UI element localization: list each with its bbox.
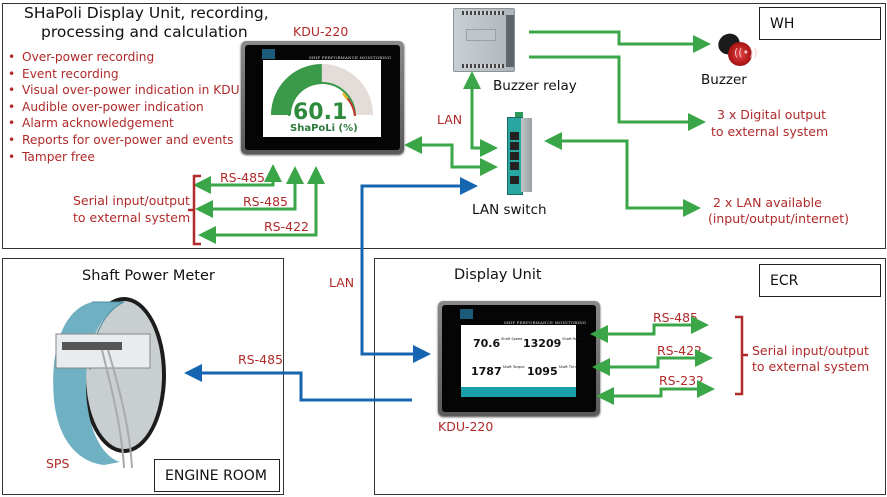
buzzer-icon: ((•)) — [714, 29, 758, 70]
buzzer-cap — [728, 42, 752, 66]
digital-output-label-line2: to external system — [711, 124, 829, 139]
reading-value: 1095 — [527, 365, 558, 378]
top-serial-link-2 — [195, 166, 304, 218]
buzzer-label: Buzzer — [701, 72, 747, 88]
gauge-label: ShaPoLi (%) — [290, 123, 358, 134]
lan-available-label-line2: (input/output/internet) — [708, 211, 849, 226]
relay-side-rail — [506, 15, 514, 67]
ecr-serial-label-line1: Serial input/output — [752, 343, 869, 358]
top-serial-label-line1: Serial input/output — [73, 193, 190, 208]
reading-shaft-torque: 1787Shaft Torque — [471, 365, 525, 378]
wh-zone-tag: WH — [759, 7, 881, 40]
ecr-kdu-display-device: SHIP PERFORMANCE MONITORING 70.6Shaft Sp… — [438, 301, 600, 416]
relay-terminal-strip-bottom — [462, 64, 504, 68]
switch-side-body — [521, 118, 532, 192]
feature-item: Tamper free — [6, 149, 240, 166]
kdu-screen-header: SHIP PERFORMANCE MONITORING — [309, 55, 392, 60]
switch-port-icon — [510, 132, 519, 140]
relay-terminal-strip — [462, 11, 504, 15]
gauge-fill-arc — [271, 64, 322, 115]
reading-value: 70.6 — [473, 337, 501, 350]
reading-value: 13209 — [523, 337, 562, 350]
top-kdu-model-label: KDU-220 — [293, 24, 349, 39]
switch-top-connector — [515, 112, 523, 117]
feature-item: Reports for over-power and events — [6, 132, 240, 149]
buzzer-relay-label: Buzzer relay — [493, 78, 577, 94]
top-lan-label: LAN — [437, 112, 463, 127]
top-serial-label-line2: to external system — [73, 210, 191, 225]
ecr-zone-label: ECR — [770, 272, 799, 289]
ecr-serial-link-3 — [596, 380, 715, 405]
switch-port-icon — [510, 162, 519, 170]
switch-to-relay-link — [463, 71, 481, 150]
feature-item: Alarm acknowledgement — [6, 115, 240, 132]
feature-item: Visual over-power indication in KDU — [6, 82, 240, 99]
relay-display-panel — [466, 29, 496, 41]
sps-label: SPS — [46, 456, 70, 471]
gauge-inner-ring-caution — [342, 92, 349, 100]
lan-switch-device — [505, 112, 533, 195]
top-serial-link-3 — [198, 166, 325, 244]
top-kdu-display-device: SHIP PERFORMANCE MONITORING 60.1 ShaPoLi… — [241, 41, 404, 154]
shapoli-gauge — [271, 64, 373, 117]
engine-room-zone-label: ENGINE ROOM — [165, 467, 267, 484]
engine-room-zone-tag: ENGINE ROOM — [154, 459, 280, 492]
sps-ring-graphic — [53, 297, 166, 469]
rs485-kdu-to-sps-link — [184, 364, 412, 402]
kdu-logo-icon — [262, 49, 275, 59]
buzzer-relay-device — [453, 8, 515, 72]
gauge-inner-ring — [288, 82, 356, 117]
kdu-to-switch-link — [404, 136, 498, 176]
ecr-serial-bracket — [735, 315, 748, 396]
gauge-value: 60.1 — [293, 100, 348, 125]
relay-to-buzzer-link — [529, 30, 711, 53]
lan-switch-label: LAN switch — [472, 202, 547, 218]
ecr-serial-link-2 — [592, 349, 713, 376]
reading-shaft-speed: 70.6Shaft Speed — [473, 337, 522, 350]
feature-item: Audible over-power indication — [6, 99, 240, 116]
reading-name: Shaft Speed — [501, 337, 523, 341]
reading-name: Shaft Thrust — [558, 365, 581, 369]
buzzer-sound-glyph: ((•)) — [734, 46, 758, 59]
reading-value: 1787 — [471, 365, 502, 378]
ecr-kdu-model-label: KDU-220 — [438, 419, 494, 434]
switch-to-lan-available-link — [544, 132, 701, 217]
reading-name: Shaft Power — [562, 337, 584, 341]
wh-zone-label: WH — [770, 15, 795, 32]
top-serial-bracket — [188, 174, 201, 246]
kdu-screen-header: SHIP PERFORMANCE MONITORING — [504, 320, 587, 325]
ecr-kdu-screen: 70.6Shaft Speed 13209Shaft Power 1787Sha… — [461, 325, 583, 397]
lan-kdu-to-switch-link — [360, 177, 478, 356]
feature-list: Over-power recording Event recording Vis… — [6, 49, 240, 165]
ecr-serial-link-1 — [590, 316, 709, 343]
feature-item: Event recording — [6, 66, 240, 83]
top-section-title-line2: processing and calculation — [41, 23, 248, 41]
top-section-title-line1: SHaPoli Display Unit, recording, — [24, 4, 269, 22]
lan-available-label-line1: 2 x LAN available — [713, 195, 822, 210]
engine-room-rs485-label: RS-485 — [238, 352, 283, 367]
kdu-logo-icon — [460, 309, 473, 319]
kdu-bottom-dock — [461, 387, 576, 397]
switch-port-icon — [510, 176, 519, 184]
switch-port-icon — [510, 152, 519, 160]
display-unit-title: Display Unit — [454, 267, 542, 283]
relay-to-digital-output-link — [529, 55, 706, 131]
reading-shaft-thrust: 1095Shaft Thrust — [527, 365, 580, 378]
ecr-serial-label-line2: to external system — [752, 359, 870, 374]
ecr-zone-tag: ECR — [759, 264, 881, 297]
reading-shaft-power: 13209Shaft Power — [523, 337, 583, 350]
switch-port-icon — [510, 142, 519, 150]
shaft-power-sensor-image — [42, 290, 172, 470]
digital-output-label-line1: 3 x Digital output — [717, 107, 827, 122]
feature-item: Over-power recording — [6, 49, 240, 66]
top-kdu-screen: 60.1 ShaPoLi (%) — [263, 60, 381, 137]
shaft-power-meter-title: Shaft Power Meter — [82, 268, 215, 284]
lan-link-label: LAN — [329, 275, 355, 290]
reading-name: Shaft Torque — [502, 365, 525, 369]
top-serial-link-1 — [193, 164, 282, 194]
